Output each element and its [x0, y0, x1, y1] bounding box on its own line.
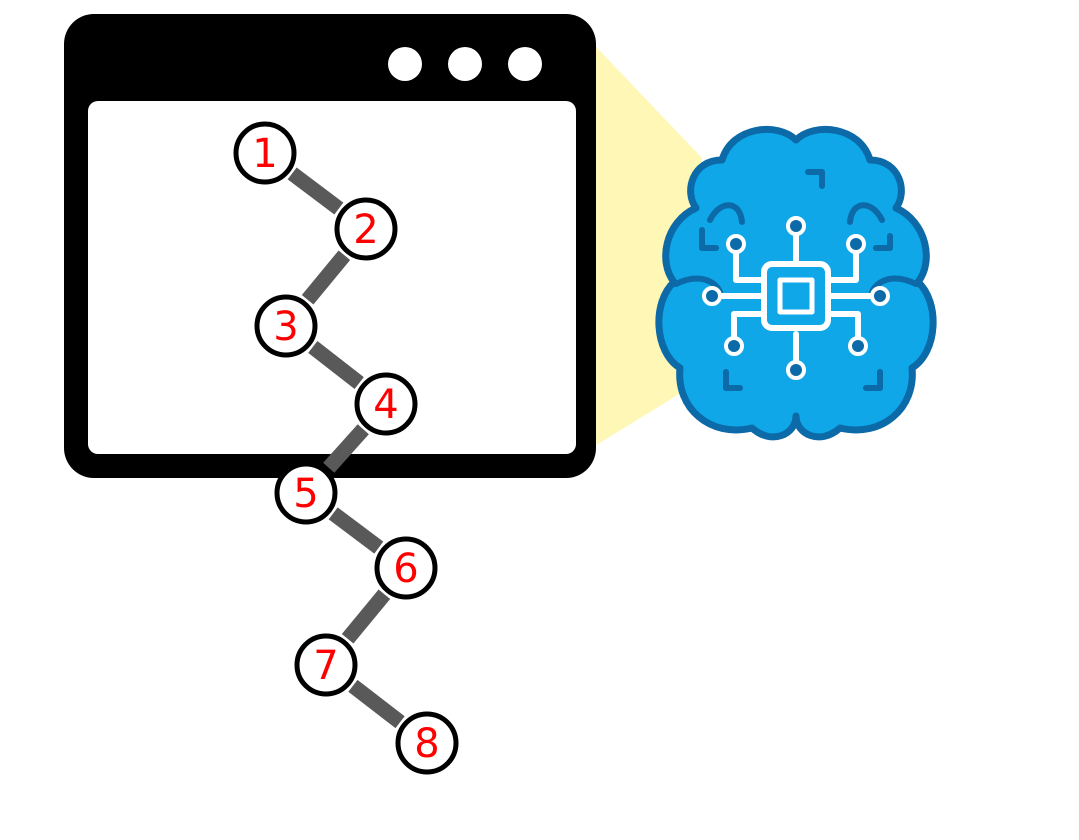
connector-1-2	[287, 167, 344, 215]
sequence-chain: 1 2 3 4 5 6 7 8	[233, 121, 459, 775]
node-label: 6	[393, 546, 418, 592]
node-label: 5	[293, 471, 318, 517]
sequence-node-7: 7	[294, 633, 358, 697]
brain-circuit-icon	[655, 125, 937, 441]
circuit-traces	[711, 225, 881, 371]
sequence-node-5: 5	[274, 461, 338, 525]
connector-7-8	[348, 679, 405, 729]
sequence-node-1: 1	[233, 121, 297, 185]
connector-2-3	[301, 250, 351, 305]
node-label: 2	[353, 207, 378, 253]
sequence-node-4: 4	[354, 372, 418, 436]
node-circle	[274, 461, 338, 525]
node-label: 1	[252, 131, 277, 177]
node-circle	[334, 197, 398, 261]
connector-4-5	[323, 424, 369, 473]
sequence-node-8: 8	[395, 711, 459, 775]
chip-outer	[761, 261, 831, 331]
connector-6-7	[341, 589, 391, 644]
chip-core	[777, 277, 815, 315]
node-circle	[395, 711, 459, 775]
node-label: 3	[273, 304, 298, 350]
node-circle	[254, 294, 318, 358]
sequence-node-3: 3	[254, 294, 318, 358]
node-circle	[294, 633, 358, 697]
node-label: 4	[373, 382, 398, 428]
sequence-node-2: 2	[334, 197, 398, 261]
node-circle	[233, 121, 297, 185]
window-dot-2	[448, 47, 482, 81]
connector-5-6	[328, 507, 384, 554]
node-label: 8	[414, 721, 439, 767]
connector-3-4	[308, 340, 364, 390]
brain-folds	[673, 169, 919, 391]
node-label: 7	[313, 643, 338, 689]
node-circle	[374, 536, 438, 600]
circuit-pins	[702, 216, 890, 380]
sequence-node-6: 6	[374, 536, 438, 600]
window-dot-3	[508, 47, 542, 81]
window-dot-1	[388, 47, 422, 81]
node-circle	[354, 372, 418, 436]
browser-window-icon	[64, 14, 596, 478]
